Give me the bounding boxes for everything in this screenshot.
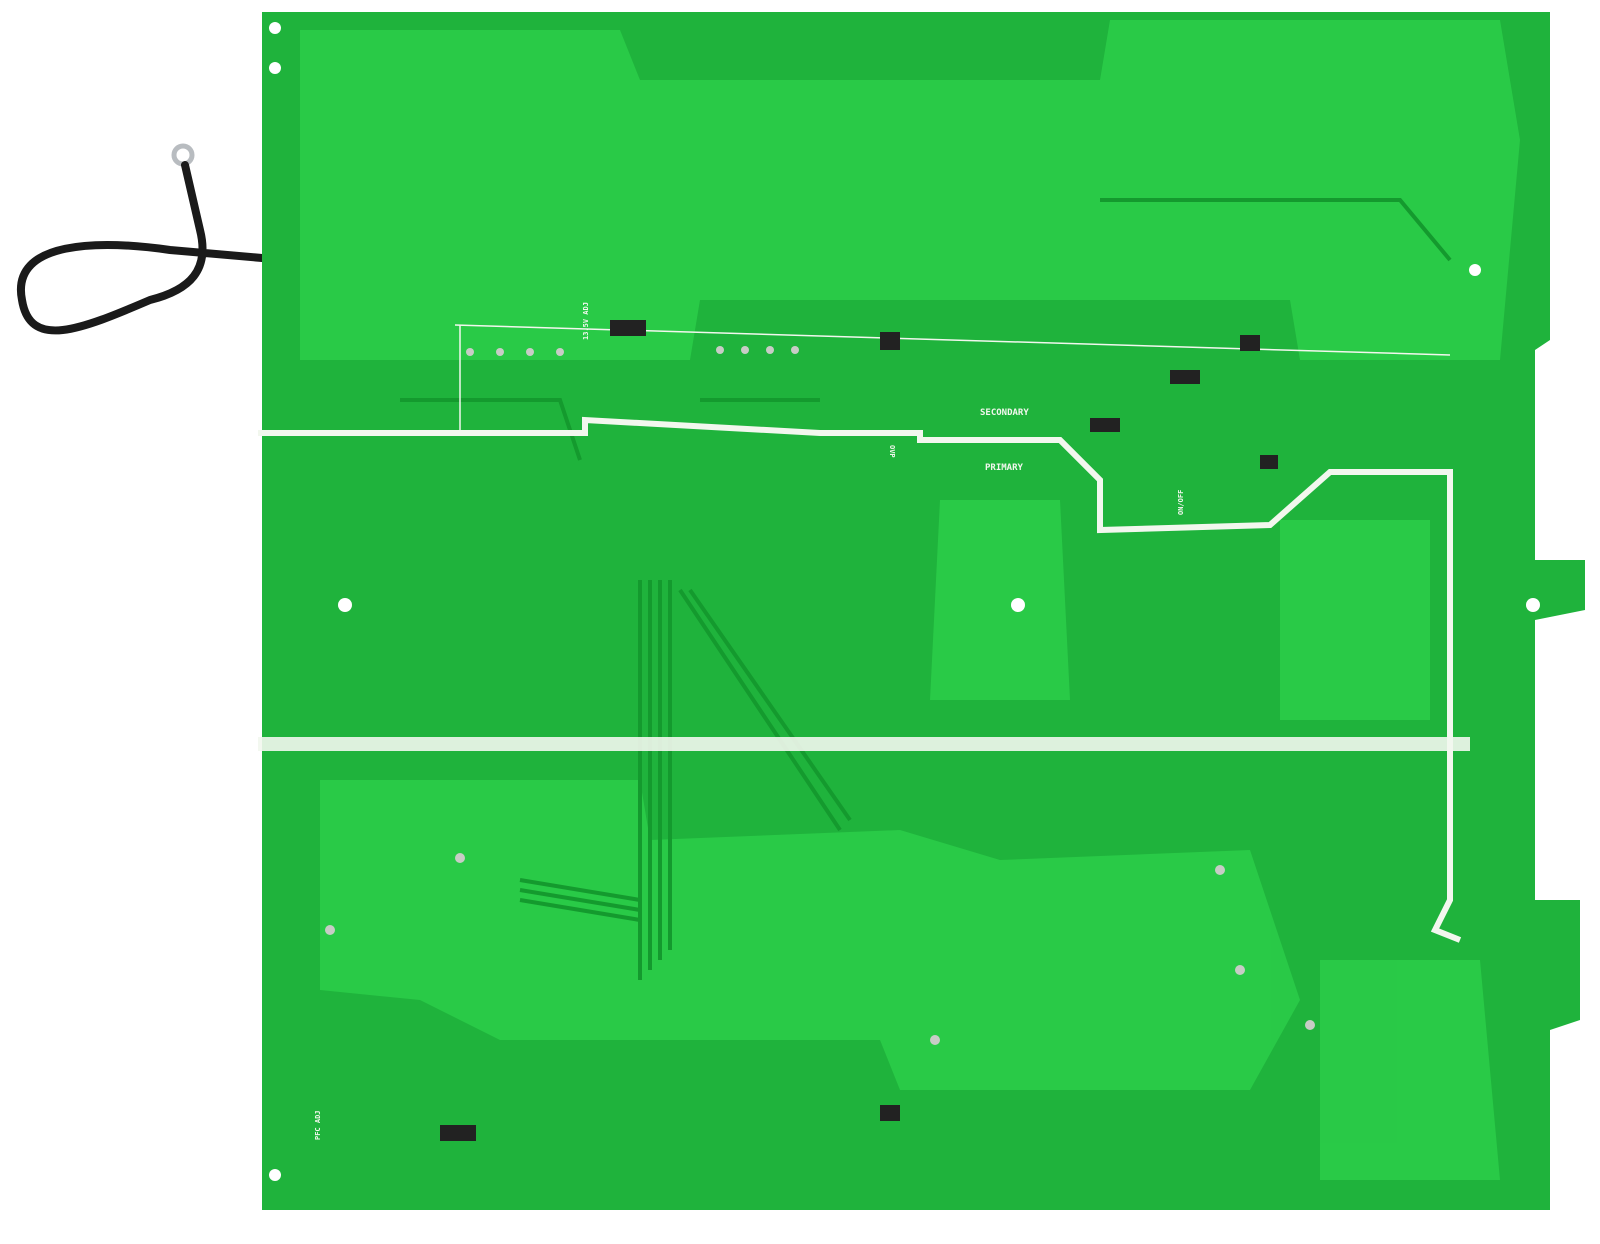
mounting-holes	[269, 22, 1540, 1181]
label-13-5v-adj: 13.5V ADJ	[582, 302, 590, 340]
label-on-off: ON/OFF	[1177, 490, 1185, 515]
ground-wire	[16, 143, 266, 335]
copper-regions	[300, 20, 1520, 1180]
label-pfc-adj: PFC ADJ	[314, 1110, 322, 1140]
label-secondary: SECONDARY	[980, 408, 1029, 418]
traces	[400, 198, 1452, 980]
label-primary: PRIMARY	[985, 463, 1024, 473]
pads	[325, 346, 1315, 1045]
components	[440, 320, 1278, 1141]
label-ovp: OVP	[888, 445, 896, 458]
silkscreen-lines	[258, 324, 1470, 943]
